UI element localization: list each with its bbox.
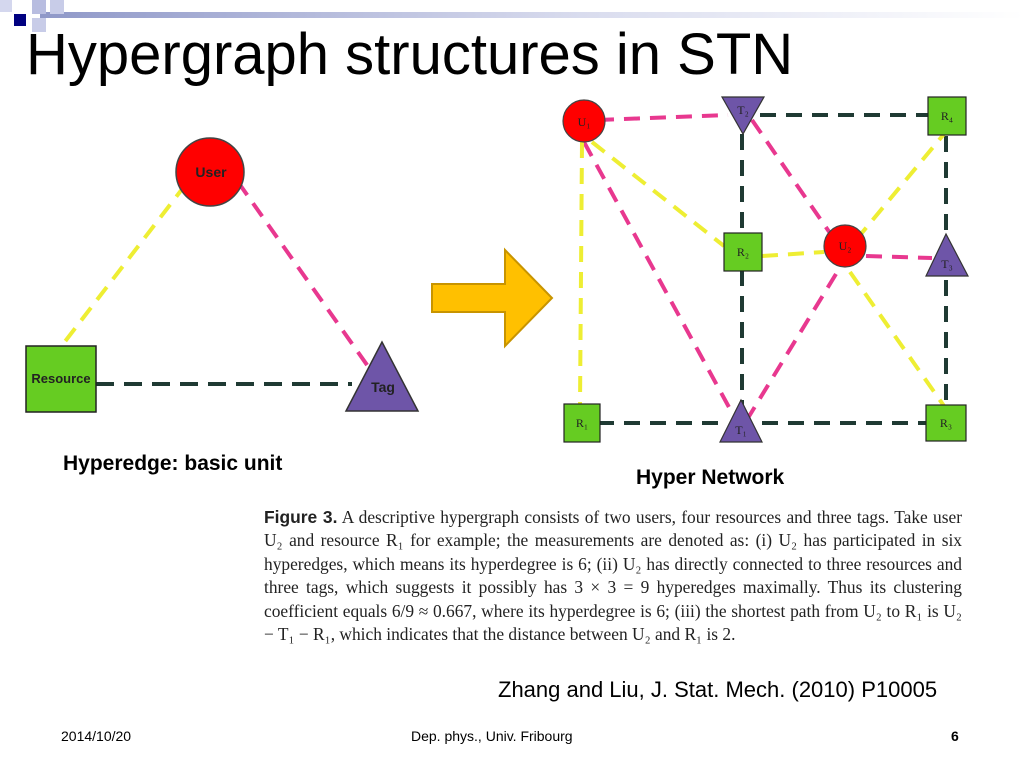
edge-user-resource bbox=[58, 182, 188, 350]
u2-label: U₂ bbox=[839, 239, 852, 253]
header-decoration bbox=[0, 0, 1024, 32]
edge-u1-t1 bbox=[582, 141, 738, 421]
basic-hyperedge: User Resource Tag bbox=[25, 137, 420, 413]
r4-node bbox=[927, 96, 967, 136]
corner-square-light bbox=[50, 0, 64, 14]
t1-label: T₁ bbox=[735, 423, 747, 437]
edge-u1-r1 bbox=[578, 141, 584, 407]
edge-u2-r4 bbox=[854, 132, 946, 242]
footer-date: 2014/10/20 bbox=[61, 728, 132, 744]
edge-r2-u2 bbox=[761, 250, 825, 258]
right-arrow-icon bbox=[431, 247, 554, 349]
edge-u1-r2 bbox=[590, 140, 726, 248]
r2-label: R₂ bbox=[737, 245, 749, 259]
t3-node bbox=[925, 232, 969, 277]
corner-square-light bbox=[32, 18, 46, 32]
hypergraph-diagram: User Resource Tag bbox=[25, 96, 969, 443]
r4-label: R₄ bbox=[941, 109, 953, 123]
user-label: User bbox=[195, 164, 227, 180]
u1-node bbox=[562, 99, 606, 143]
t1-node bbox=[719, 398, 763, 443]
header-band bbox=[40, 12, 1024, 18]
r2-node bbox=[723, 232, 763, 272]
r1-label: R₁ bbox=[576, 416, 588, 430]
tag-node bbox=[344, 340, 420, 412]
edge-user-tag bbox=[236, 180, 374, 374]
page-number: 6 bbox=[951, 728, 959, 744]
user-node bbox=[175, 137, 245, 207]
r1-node bbox=[563, 403, 601, 443]
slide-title: Hypergraph structures in STN bbox=[26, 22, 794, 87]
footer-affiliation: Dep. phys., Univ. Fribourg bbox=[411, 728, 573, 744]
r3-label: R₃ bbox=[940, 416, 952, 430]
right-diagram-caption: Hyper Network bbox=[636, 466, 785, 489]
resource-node bbox=[25, 345, 97, 413]
edge-u2-t3 bbox=[865, 254, 933, 260]
figure-text: A descriptive hypergraph consists of two… bbox=[264, 507, 963, 645]
corner-square-dark bbox=[14, 14, 26, 26]
t2-node bbox=[720, 96, 766, 136]
tag-label: Tag bbox=[371, 379, 395, 395]
u2-node bbox=[823, 224, 867, 268]
left-diagram-caption: Hyperedge: basic unit bbox=[63, 452, 283, 475]
edge-u2-t1 bbox=[746, 272, 838, 420]
r3-node bbox=[925, 404, 967, 442]
resource-label: Resource bbox=[31, 371, 90, 386]
edge-u2-r3 bbox=[848, 270, 946, 408]
t3-label: T₃ bbox=[941, 257, 953, 271]
edge-u1-t2 bbox=[597, 113, 729, 122]
edge-t2-u2 bbox=[750, 118, 834, 238]
corner-square-light bbox=[32, 0, 46, 14]
u1-label: U₁ bbox=[578, 115, 591, 129]
figure-label: Figure 3. bbox=[264, 507, 338, 527]
hyper-network: U₁ U₂ T₂ T₃ T₁ R₄ R₂ R₁ R₃ bbox=[562, 96, 969, 443]
citation: Zhang and Liu, J. Stat. Mech. (2010) P10… bbox=[498, 677, 938, 702]
corner-square-light bbox=[0, 0, 12, 12]
t2-label: T₂ bbox=[737, 103, 749, 117]
figure-caption: Figure 3. A descriptive hypergraph consi… bbox=[264, 506, 962, 646]
